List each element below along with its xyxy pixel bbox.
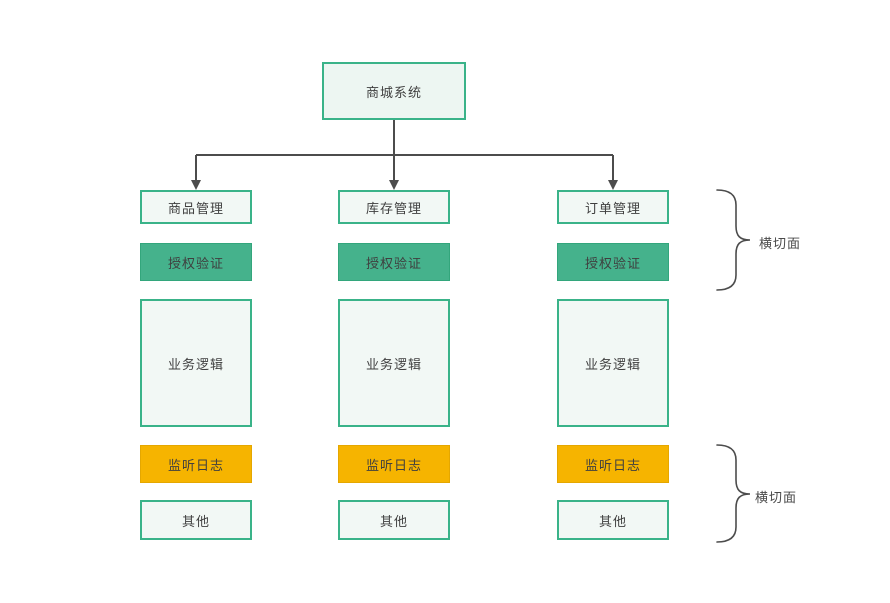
node-order-log-label: 监听日志	[584, 457, 641, 473]
node-product-header: 商品管理	[140, 190, 252, 224]
node-product-logic-label: 业务逻辑	[167, 356, 224, 372]
node-product-other-label: 其他	[181, 513, 210, 529]
node-order-log: 监听日志	[557, 445, 669, 483]
node-product-other: 其他	[140, 500, 252, 540]
node-order-other: 其他	[557, 500, 669, 540]
annotation-cross-section-top: 横切面	[759, 236, 802, 251]
node-product-header-label: 商品管理	[167, 200, 224, 216]
node-order-auth: 授权验证	[557, 243, 669, 281]
node-inventory-log-label: 监听日志	[365, 457, 422, 473]
node-root-label: 商城系统	[365, 84, 422, 100]
arrowhead-right	[608, 180, 618, 190]
node-order-header: 订单管理	[557, 190, 669, 224]
arrowhead-left	[191, 180, 201, 190]
node-inventory-other-label: 其他	[379, 513, 408, 529]
node-inventory-auth: 授权验证	[338, 243, 450, 281]
node-inventory-auth-label: 授权验证	[365, 255, 422, 271]
node-product-log: 监听日志	[140, 445, 252, 483]
arrowhead-center	[389, 180, 399, 190]
node-inventory-logic: 业务逻辑	[338, 299, 450, 427]
node-inventory-header-label: 库存管理	[365, 200, 422, 216]
node-order-auth-label: 授权验证	[584, 255, 641, 271]
annotation-cross-section-bottom: 横切面	[755, 490, 798, 505]
node-product-auth-label: 授权验证	[167, 255, 224, 271]
node-product-auth: 授权验证	[140, 243, 252, 281]
node-product-logic: 业务逻辑	[140, 299, 252, 427]
node-inventory-header: 库存管理	[338, 190, 450, 224]
node-order-logic-label: 业务逻辑	[584, 356, 641, 372]
node-inventory-logic-label: 业务逻辑	[365, 356, 422, 372]
node-inventory-log: 监听日志	[338, 445, 450, 483]
node-order-header-label: 订单管理	[584, 200, 641, 216]
node-product-log-label: 监听日志	[167, 457, 224, 473]
node-order-other-label: 其他	[598, 513, 627, 529]
node-inventory-other: 其他	[338, 500, 450, 540]
brace-top	[716, 189, 751, 291]
node-order-logic: 业务逻辑	[557, 299, 669, 427]
brace-bottom	[716, 444, 751, 543]
node-root-system: 商城系统	[322, 62, 466, 120]
